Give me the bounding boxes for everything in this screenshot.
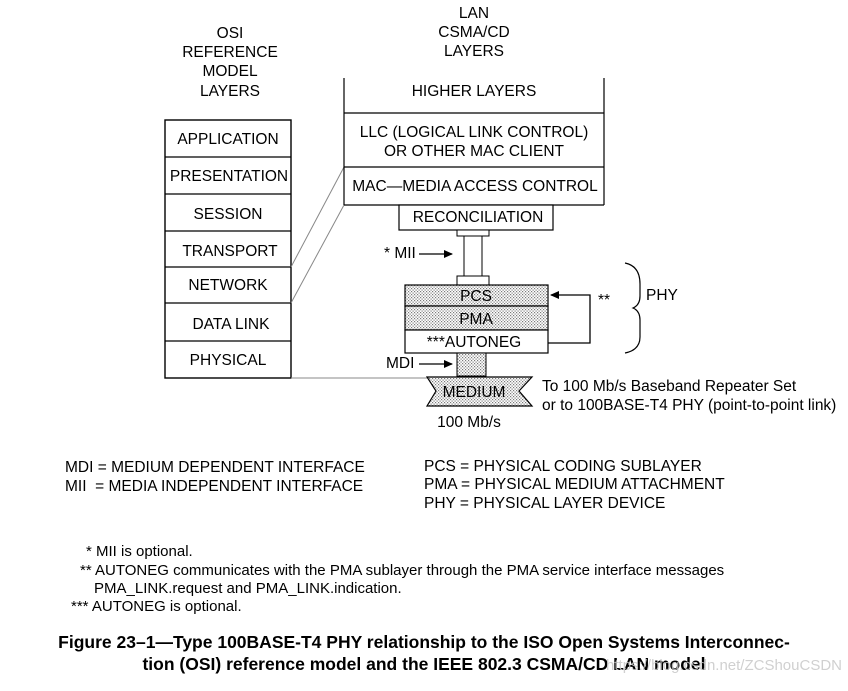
footnote-autoneg-line-1: ** AUTONEG communicates with the PMA sub… — [80, 562, 724, 579]
osi-header: OSI REFERENCE MODEL LAYERS — [182, 25, 278, 100]
caption-line-2: tion (OSI) reference model and the IEEE … — [142, 654, 705, 674]
medium-rate-label: 100 Mb/s — [437, 414, 501, 431]
mac-label: MAC—MEDIA ACCESS CONTROL — [352, 178, 598, 195]
osi-header-line-4: LAYERS — [200, 83, 260, 100]
legend-pma: PMA = PHYSICAL MEDIUM ATTACHMENT — [424, 476, 725, 493]
osi-layer-transport: TRANSPORT — [182, 243, 278, 260]
phy-brace — [624, 262, 641, 354]
mdi-block — [456, 352, 487, 377]
watermark: https://blog.csdn.net/ZCShouCSDN — [606, 657, 842, 674]
osi-layer-physical: PHYSICAL — [190, 352, 267, 369]
osi-layer-data-link: DATA LINK — [193, 316, 271, 333]
phy-stack: PCS PMA ***AUTONEG ** PHY — [404, 262, 678, 354]
lan-header-line-3: LAYERS — [444, 43, 504, 60]
mii-top-cap — [456, 229, 490, 237]
medium-note-line-2: or to 100BASE-T4 PHY (point-to-point lin… — [542, 397, 836, 414]
legend-phy: PHY = PHYSICAL LAYER DEVICE — [424, 495, 665, 512]
osi-header-line-2: REFERENCE — [182, 44, 278, 61]
autoneg-pma-loop-arrow — [548, 291, 591, 344]
osi-stack: APPLICATION PRESENTATION SESSION TRANSPO… — [164, 119, 292, 379]
legend-right: PCS = PHYSICAL CODING SUBLAYER PMA = PHY… — [424, 458, 725, 512]
llc-label-line-1: LLC (LOGICAL LINK CONTROL) — [360, 124, 589, 141]
mapping-line — [290, 166, 345, 268]
higher-layers-label: HIGHER LAYERS — [412, 83, 537, 100]
osi-lan-mapping-lines — [290, 166, 432, 379]
osi-layer-session: SESSION — [194, 206, 263, 223]
loop-mark-label: ** — [598, 292, 610, 309]
footnotes: * MII is optional. ** AUTONEG communicat… — [71, 543, 724, 615]
lan-stack: HIGHER LAYERS LLC (LOGICAL LINK CONTROL)… — [343, 78, 605, 231]
pcs-label: PCS — [460, 288, 492, 305]
osi-stack-frame — [164, 119, 292, 379]
osi-header-line-3: MODEL — [202, 63, 258, 80]
osi-layer-presentation: PRESENTATION — [170, 168, 288, 185]
medium-label: MEDIUM — [443, 384, 506, 401]
legend-pcs: PCS = PHYSICAL CODING SUBLAYER — [424, 458, 702, 475]
llc-label-line-2: OR OTHER MAC CLIENT — [384, 143, 565, 160]
medium-note-line-1: To 100 Mb/s Baseband Repeater Set — [542, 378, 797, 395]
footnote-autoneg-optional: *** AUTONEG is optional. — [71, 598, 242, 615]
autoneg-label: ***AUTONEG — [427, 334, 521, 351]
legend-mii: MII = MEDIA INDEPENDENT INTERFACE — [65, 478, 363, 495]
osi-layer-application: APPLICATION — [177, 131, 278, 148]
mdi-label: MDI — [386, 355, 414, 372]
mii-bottom-cap — [456, 275, 490, 286]
osi-header-line-1: OSI — [217, 25, 244, 42]
phy-label: PHY — [646, 287, 678, 304]
mii-label: * MII — [384, 245, 416, 262]
mdi-connector: MDI — [386, 352, 487, 377]
reconciliation-box — [398, 204, 554, 231]
caption-line-1: Figure 23–1—Type 100BASE-T4 PHY relation… — [58, 632, 790, 652]
legend-left: MDI = MEDIUM DEPENDENT INTERFACE MII = M… — [65, 459, 365, 495]
osi-layer-network: NETWORK — [188, 277, 268, 294]
medium-shape — [425, 376, 534, 407]
reconciliation-label: RECONCILIATION — [413, 209, 544, 226]
lan-header: LAN CSMA/CD LAYERS — [438, 5, 509, 60]
legend-mdi: MDI = MEDIUM DEPENDENT INTERFACE — [65, 459, 365, 476]
medium: MEDIUM 100 Mb/s To 100 Mb/s Baseband Rep… — [425, 376, 836, 431]
lan-header-line-2: CSMA/CD — [438, 24, 509, 41]
footnote-mii: * MII is optional. — [86, 543, 193, 560]
mii-shaft — [463, 235, 483, 277]
pma-box — [404, 305, 549, 331]
lan-header-line-1: LAN — [459, 5, 489, 22]
mii-connector: * MII — [384, 229, 490, 286]
pma-label: PMA — [459, 311, 493, 328]
mapping-line — [290, 204, 345, 304]
figure-caption: Figure 23–1—Type 100BASE-T4 PHY relation… — [58, 632, 790, 674]
footnote-autoneg-line-2: PMA_LINK.request and PMA_LINK.indication… — [94, 580, 402, 597]
